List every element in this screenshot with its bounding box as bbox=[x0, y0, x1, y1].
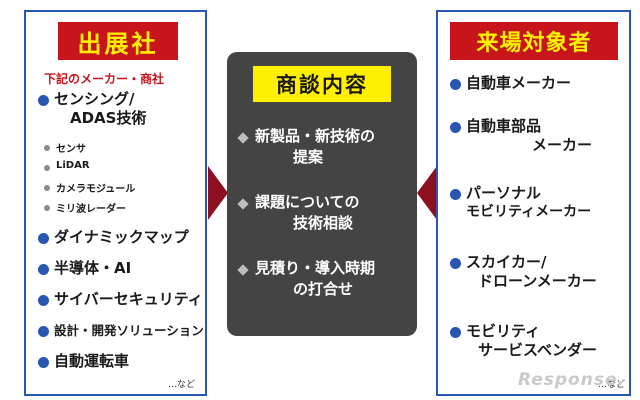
bullet-icon bbox=[450, 189, 461, 200]
visitors-etc: …など bbox=[598, 380, 626, 390]
bullet-icon bbox=[38, 95, 49, 106]
exhibitor-item-semiconductor-ai: 半導体・AI bbox=[54, 259, 132, 277]
diamond-bullet-icon bbox=[237, 198, 249, 210]
exhibitors-title: 出展社 bbox=[58, 22, 178, 60]
exhibitor-item-cybersecurity: サイバーセキュリティ bbox=[54, 290, 203, 308]
sub-bullet-icon bbox=[44, 145, 50, 151]
exhibitor-item-sensing: センシング/ ADAS技術 bbox=[54, 90, 147, 127]
negotiation-item-proposal: 新製品・新技術の 提案 bbox=[255, 127, 376, 166]
visitors-panel: 来場対象者 自動車メーカー 自動車部品 メーカー パーソナル モビリティメーカー… bbox=[436, 10, 631, 396]
bullet-icon bbox=[450, 79, 461, 90]
subitem-mmwave-radar: ミリ波レーダー bbox=[56, 204, 126, 215]
visitors-title: 来場対象者 bbox=[450, 22, 618, 60]
sub-bullet-icon bbox=[44, 185, 50, 191]
diamond-bullet-icon bbox=[237, 264, 249, 276]
visitor-item-auto-parts-maker: 自動車部品 メーカー bbox=[466, 117, 593, 154]
bullet-icon bbox=[38, 357, 49, 368]
bullet-icon bbox=[38, 264, 49, 275]
bullet-icon bbox=[450, 258, 461, 269]
watermark-logo: Response. bbox=[518, 370, 625, 390]
diamond-bullet-icon bbox=[237, 132, 249, 144]
visitor-item-skycar-drone-maker: スカイカー/ ドローンメーカー bbox=[466, 253, 597, 290]
visitor-item-personal-mobility-maker: パーソナル モビリティメーカー bbox=[466, 184, 592, 220]
exhibitors-etc: …など bbox=[168, 380, 196, 390]
bullet-icon bbox=[38, 326, 49, 337]
arrow-left-icon bbox=[417, 166, 437, 220]
sub-bullet-icon bbox=[44, 205, 50, 211]
negotiation-panel: 商談内容 新製品・新技術の 提案 課題についての 技術相談 見積り・導入時期 の… bbox=[227, 52, 417, 336]
bullet-icon bbox=[38, 295, 49, 306]
sub-bullet-icon bbox=[44, 165, 50, 171]
negotiation-item-consultation: 課題についての 技術相談 bbox=[255, 193, 360, 232]
exhibitor-item-autonomous-car: 自動運転車 bbox=[54, 352, 130, 370]
bullet-icon bbox=[450, 327, 461, 338]
exhibitor-item-design-solutions: 設計・開発ソリューション bbox=[54, 323, 204, 338]
subitem-sensor: センサ bbox=[56, 144, 86, 155]
visitor-item-automaker: 自動車メーカー bbox=[466, 74, 572, 92]
negotiation-title: 商談内容 bbox=[253, 66, 391, 102]
subitem-lidar: LiDAR bbox=[56, 160, 90, 171]
exhibitor-item-dynamic-map: ダイナミックマップ bbox=[54, 228, 189, 246]
negotiation-item-estimate: 見積り・導入時期 の打合せ bbox=[255, 259, 376, 298]
bullet-icon bbox=[450, 122, 461, 133]
visitor-item-mobility-service-vendor: モビリティ サービスベンダー bbox=[466, 322, 597, 359]
exhibitors-subtitle: 下記のメーカー・商社 bbox=[44, 72, 165, 86]
arrow-right-icon bbox=[208, 166, 228, 220]
subitem-camera-module: カメラモジュール bbox=[56, 184, 136, 195]
bullet-icon bbox=[38, 233, 49, 244]
exhibitors-panel: 出展社 下記のメーカー・商社 センシング/ ADAS技術 センサ LiDAR カ… bbox=[24, 10, 207, 396]
